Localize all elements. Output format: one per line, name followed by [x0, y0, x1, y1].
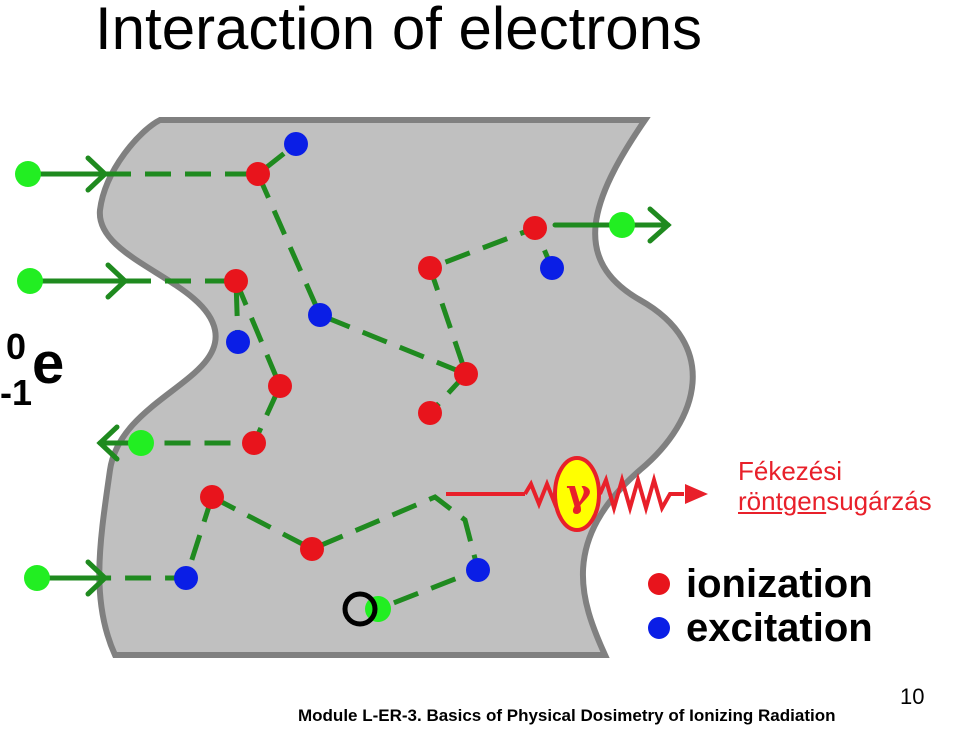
bremsstrahlung-rest: sugárzás: [826, 486, 932, 516]
excitation-legend-label: excitation: [686, 605, 873, 650]
electron-dot: [609, 212, 635, 238]
gamma-label: γ: [566, 470, 592, 515]
ionization-dot: [300, 537, 324, 561]
excitation-dot: [174, 566, 198, 590]
bremsstrahlung-line1: Fékezési: [738, 456, 843, 486]
charge-number: -1: [0, 372, 33, 413]
element-symbol: e: [32, 331, 65, 396]
bremsstrahlung-photon: [446, 456, 708, 532]
ionization-dot: [523, 216, 547, 240]
excitation-points: [174, 132, 564, 590]
excitation-dot: [466, 558, 490, 582]
ionization-dot: [246, 162, 270, 186]
excitation-dot: [308, 303, 332, 327]
electron-dot: [24, 565, 50, 591]
bremsstrahlung-label: Fékezési röntgensugárzás: [738, 456, 932, 516]
excitation-dot: [226, 330, 250, 354]
ionization-legend-dot: [648, 573, 670, 595]
ionization-dot: [268, 374, 292, 398]
ionization-dot: [242, 431, 266, 455]
ionization-dot: [418, 256, 442, 280]
mass-number: 0: [6, 326, 27, 367]
excitation-dot: [540, 256, 564, 280]
slide-title: Interaction of electrons: [95, 0, 703, 62]
ionization-dot: [454, 362, 478, 386]
page-number: 10: [900, 684, 925, 709]
bremsstrahlung-line2: röntgensugárzás: [738, 486, 932, 516]
legend-ionization: ionization: [648, 562, 873, 606]
electron-symbol: 0 e -1: [0, 322, 80, 422]
electron-dot: [15, 161, 41, 187]
excitation-legend-dot: [648, 617, 670, 639]
electron-dot: [128, 430, 154, 456]
ionization-dot: [224, 269, 248, 293]
absorbed-electron-ring: [342, 591, 378, 627]
ionization-points: [200, 162, 547, 561]
gamma-ellipse: [553, 456, 601, 532]
footer-text: Module L-ER-3. Basics of Physical Dosime…: [298, 706, 836, 725]
ionization-dot: [418, 401, 442, 425]
ionization-dot: [200, 485, 224, 509]
ionization-legend-label: ionization: [686, 561, 873, 606]
legend-excitation: excitation: [648, 606, 873, 650]
excitation-dot: [284, 132, 308, 156]
bremsstrahlung-underlined: röntgen: [738, 486, 827, 516]
electron-dot: [17, 268, 43, 294]
legend: ionization excitation: [648, 562, 873, 650]
